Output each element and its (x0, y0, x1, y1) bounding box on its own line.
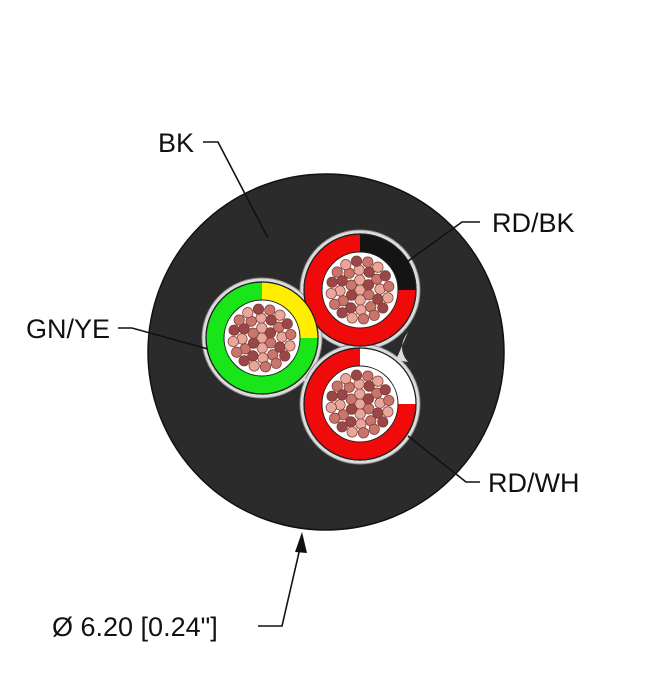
copper-strand (331, 266, 343, 278)
copper-strand (247, 327, 259, 339)
conductor-rd-bk (303, 233, 417, 347)
copper-strand (264, 327, 277, 339)
copper-strand (231, 346, 243, 358)
copper-strand (227, 335, 239, 348)
copper-strand (350, 255, 363, 267)
copper-strand (248, 360, 260, 372)
label-diameter: Ø 6.20 [0.24"] (52, 612, 218, 642)
copper-strand (368, 423, 380, 435)
copper-strand (382, 406, 394, 418)
label-rd-wh: RD/WH (488, 468, 579, 498)
copper-strand (242, 307, 254, 319)
copper-strand (285, 328, 297, 341)
copper-strand (325, 401, 337, 414)
copper-strand (340, 259, 352, 271)
copper-strand (238, 355, 250, 367)
copper-strand (284, 340, 296, 352)
copper-strand (228, 324, 240, 336)
copper-strand (377, 302, 389, 314)
copper-strand (379, 270, 391, 282)
copper-strand (325, 287, 337, 300)
copper-strand (340, 373, 352, 385)
copper-strand (383, 280, 395, 293)
copper-strand (383, 394, 395, 407)
copper-strand (362, 370, 374, 382)
copper-strand (329, 298, 341, 310)
conductor-rd-wh (303, 347, 417, 461)
copper-strand (368, 309, 380, 321)
copper-strand (346, 426, 358, 438)
copper-strand (362, 256, 374, 268)
copper-strand (326, 276, 338, 288)
copper-strand (331, 380, 343, 392)
copper-strand (346, 312, 358, 324)
copper-strand (274, 309, 286, 321)
copper-strand (279, 350, 291, 362)
conductor-gn-ye (205, 281, 319, 395)
copper-strand (379, 384, 391, 396)
leader-line-rd-wh (407, 435, 480, 483)
copper-strand (362, 279, 375, 291)
copper-strand (281, 318, 293, 330)
label-bk: BK (158, 128, 194, 158)
leader-line-rd-bk (403, 221, 480, 265)
label-rd-bk: RD/BK (492, 208, 575, 238)
copper-strand (357, 427, 370, 439)
copper-strand (377, 416, 389, 428)
copper-strand (357, 313, 370, 325)
copper-strand (329, 412, 341, 424)
copper-strand (362, 393, 375, 405)
outer-sheath (147, 173, 505, 531)
copper-strand (382, 292, 394, 304)
copper-strand (233, 314, 245, 326)
copper-strand (336, 421, 348, 433)
copper-strand (345, 279, 357, 291)
copper-strand (336, 307, 348, 319)
copper-strand (270, 357, 282, 369)
leader-line-gn-ye (118, 327, 209, 350)
copper-strand (372, 375, 384, 387)
leader-line-bk (203, 141, 269, 239)
label-gn-ye: GN/YE (26, 314, 110, 344)
copper-strand (372, 261, 384, 273)
copper-strand (264, 304, 276, 316)
copper-strand (326, 390, 338, 402)
copper-strand (252, 303, 265, 315)
arrow-up-icon (295, 532, 307, 553)
copper-strand (350, 369, 363, 381)
copper-strand (259, 361, 272, 373)
copper-strand (345, 393, 357, 405)
leader-line-diameter (258, 547, 301, 627)
